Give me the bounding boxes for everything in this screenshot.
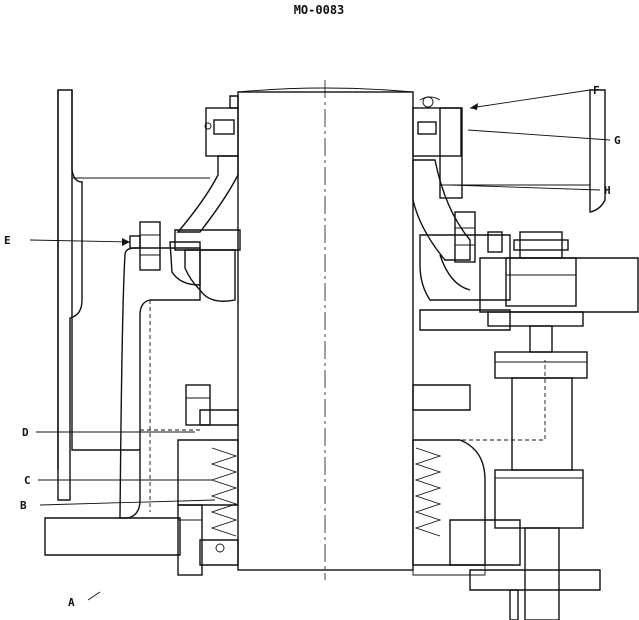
valve-stem xyxy=(487,231,588,620)
shaft xyxy=(237,80,414,580)
label-b: B xyxy=(20,499,27,512)
mid-flange-right xyxy=(419,211,511,301)
label-a: A xyxy=(68,596,75,609)
label-e: E xyxy=(4,234,11,247)
right-spring-stack xyxy=(414,447,442,537)
lower-seal-right xyxy=(412,384,601,591)
left-housing xyxy=(44,89,241,556)
label-d: D xyxy=(22,426,29,439)
label-g: G xyxy=(614,134,621,147)
left-spring-stack xyxy=(210,447,238,537)
leader-lines xyxy=(29,89,611,601)
label-f: F xyxy=(593,84,600,97)
lower-seal-left xyxy=(177,384,239,576)
upper-seal-left xyxy=(176,95,239,233)
upper-seal-right xyxy=(412,96,471,261)
label-h: H xyxy=(604,184,611,197)
label-c: C xyxy=(24,474,31,487)
drawing-code: MO-0083 xyxy=(294,3,345,17)
right-housing xyxy=(419,89,639,441)
